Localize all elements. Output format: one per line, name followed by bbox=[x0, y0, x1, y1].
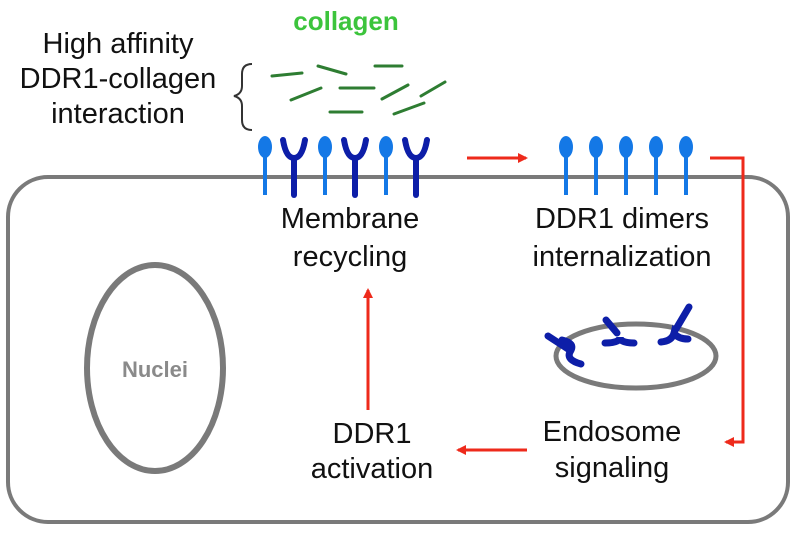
collagen-fibers bbox=[270, 64, 447, 116]
receptor-dimer bbox=[341, 137, 369, 198]
receptor-monomer bbox=[679, 136, 693, 195]
collagen-fiber bbox=[419, 80, 447, 98]
recycling-label-line1: Membrane bbox=[281, 203, 420, 235]
collagen-fiber bbox=[392, 101, 426, 116]
arrow-to-endosome bbox=[710, 156, 745, 447]
receptor-monomer bbox=[258, 136, 272, 195]
receptor-monomer bbox=[559, 136, 573, 195]
nuclei-label: Nuclei bbox=[122, 357, 188, 382]
receptor-monomer bbox=[318, 136, 332, 195]
collagen-fiber bbox=[289, 86, 323, 102]
endosome-receptor-dimer bbox=[601, 316, 638, 347]
receptors-recycling bbox=[258, 136, 430, 198]
nucleus bbox=[84, 262, 226, 474]
endosome-label-line2: signaling bbox=[555, 452, 669, 484]
receptor-dimer bbox=[280, 137, 308, 198]
collagen-fiber bbox=[316, 64, 348, 76]
dimers-label-line1: DDR1 dimers bbox=[535, 203, 709, 235]
endosome-label-line1: Endosome bbox=[543, 416, 682, 448]
dimers-label-line2: internalization bbox=[533, 241, 712, 273]
receptor-monomer bbox=[379, 136, 393, 195]
endosome-receptor-dimer bbox=[544, 332, 585, 368]
activation-label-line2: activation bbox=[311, 453, 434, 485]
recycling-label-line2: recycling bbox=[293, 241, 407, 273]
cell-membrane bbox=[6, 175, 790, 524]
collagen-fiber bbox=[380, 83, 410, 101]
affinity-label-line2: DDR1-collagen bbox=[20, 63, 217, 95]
affinity-label-line3: interaction bbox=[51, 98, 185, 130]
endosome-receptor-dimer bbox=[657, 303, 693, 346]
activation-label-line1: DDR1 bbox=[333, 418, 412, 450]
pathway-arrows bbox=[363, 153, 745, 455]
endosome bbox=[553, 321, 719, 391]
receptor-monomer bbox=[619, 136, 633, 195]
endosome-receptors bbox=[544, 303, 693, 368]
receptor-monomer bbox=[589, 136, 603, 195]
receptors-internalization bbox=[559, 136, 693, 195]
receptor-monomer bbox=[649, 136, 663, 195]
collagen-fiber bbox=[270, 71, 304, 78]
curly-brace bbox=[233, 63, 253, 131]
collagen-label: collagen bbox=[293, 6, 398, 36]
receptor-dimer bbox=[402, 137, 430, 198]
affinity-label-line1: High affinity bbox=[43, 28, 194, 60]
